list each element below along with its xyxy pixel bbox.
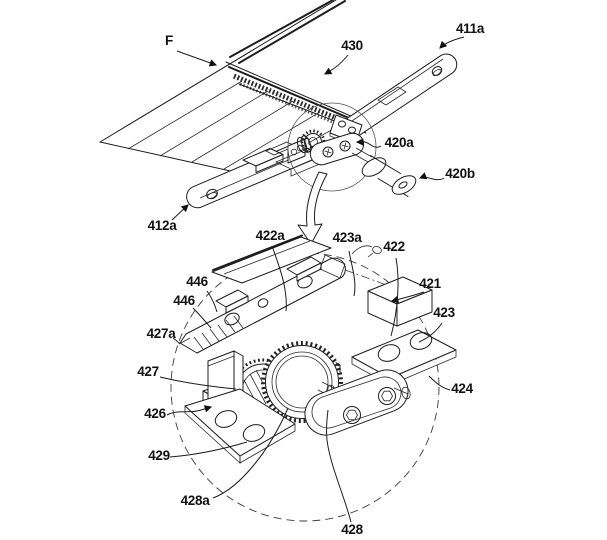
leader-446-upper [206, 290, 218, 313]
label-421: 421 [419, 276, 441, 291]
label-423: 423 [433, 305, 455, 320]
label-420b: 420b [445, 166, 475, 181]
leader-427 [159, 376, 237, 390]
leader-420a [355, 138, 382, 148]
top-assembly-view [99, 0, 458, 245]
reference-numerals: F 430 411a 420a 420b 412a 422a 423a 422 … [137, 21, 485, 537]
base-plate-429 [184, 388, 296, 464]
label-422a: 422a [256, 228, 286, 243]
screen-strip-422a [211, 234, 332, 284]
rail-446 [179, 254, 346, 354]
label-428a: 428a [181, 493, 211, 508]
leader-lines [159, 36, 465, 523]
wire-423a [351, 245, 382, 258]
leader-423a [348, 250, 356, 297]
label-446-upper: 446 [186, 274, 208, 289]
bracket-arm-412a [186, 137, 328, 209]
label-424: 424 [451, 381, 473, 396]
leader-428 [326, 409, 352, 523]
leader-f [176, 50, 218, 67]
leader-422a [271, 245, 287, 312]
label-446-lower: 446 [173, 293, 195, 308]
leader-430 [324, 54, 349, 75]
leader-428a [212, 407, 289, 499]
leader-423 [418, 322, 443, 343]
leader-412a [171, 204, 189, 221]
leader-420b [418, 172, 445, 181]
leader-424 [428, 375, 451, 391]
leader-422 [390, 257, 399, 337]
display-panel [99, 0, 346, 177]
block-421 [367, 276, 433, 327]
label-f: F [165, 33, 173, 48]
label-422: 422 [383, 239, 405, 254]
label-411a: 411a [456, 21, 485, 36]
label-430: 430 [341, 38, 363, 53]
label-427a: 427a [147, 326, 177, 341]
leader-426 [166, 405, 213, 416]
leader-429 [169, 441, 248, 458]
leader-446-lower [192, 307, 212, 329]
plate-424 [351, 329, 457, 386]
leader-411a [439, 36, 465, 49]
detail-zoom-arrow [297, 171, 328, 245]
label-429: 429 [148, 448, 170, 463]
detail-view [170, 234, 457, 522]
label-412a: 412a [148, 218, 178, 233]
label-428: 428 [341, 522, 363, 537]
leader-421 [390, 291, 425, 304]
link-capsule [304, 369, 411, 436]
label-420a: 420a [385, 135, 415, 150]
label-423a: 423a [333, 230, 363, 245]
leader-427a [172, 337, 181, 345]
cylinder-420b [361, 155, 417, 197]
label-427: 427 [137, 364, 159, 379]
label-426: 426 [144, 406, 166, 421]
